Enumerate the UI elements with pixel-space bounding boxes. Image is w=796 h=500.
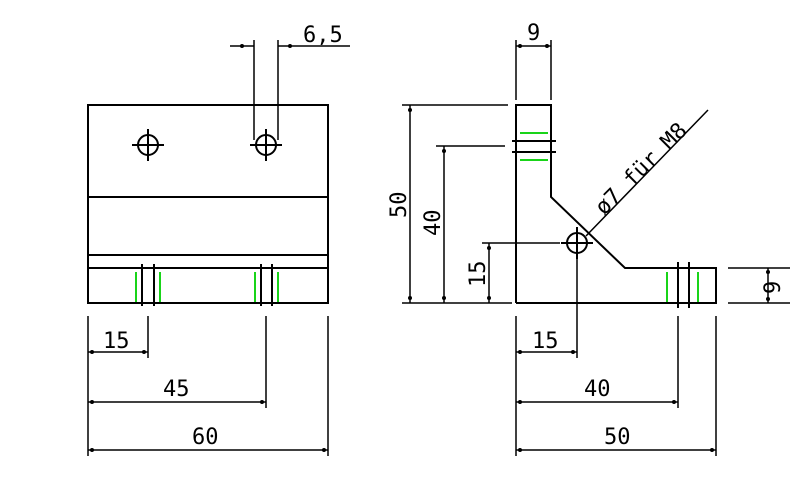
dim-label: 40 (584, 377, 611, 402)
dim-label: 9 (761, 281, 786, 294)
dimension-40-bottom: 40 (516, 377, 678, 404)
dim-label: 45 (163, 377, 190, 402)
threaded-hole (135, 264, 161, 306)
bore-marker (561, 227, 593, 259)
dimension-60: 60 (88, 425, 328, 452)
dimension-15-bottom: 15 (516, 329, 577, 354)
dim-label: 6,5 (303, 23, 343, 48)
dimension-9-top: 9 (515, 21, 552, 100)
dim-label: 50 (604, 425, 631, 450)
threaded-hole (254, 264, 279, 306)
front-view: 6,5 15 45 60 (87, 23, 350, 456)
hole-marker (250, 129, 282, 161)
hole-marker (132, 129, 164, 161)
dimension-15: 15 (88, 329, 148, 354)
dimension-15-vertical: 15 (466, 243, 491, 303)
bore-leader: ø7 für M8 (585, 109, 709, 237)
dimension-6-5: 6,5 (230, 23, 350, 140)
side-view: ø7 für M8 9 50 40 (387, 21, 790, 456)
threaded-hole (512, 132, 556, 161)
threaded-hole (666, 262, 699, 308)
front-outline (87, 104, 329, 304)
dim-label: 40 (421, 210, 446, 237)
dim-label: 50 (387, 192, 412, 219)
dim-label: 60 (192, 425, 219, 450)
dim-label: 9 (527, 21, 540, 46)
dim-label: 15 (532, 329, 559, 354)
dim-label: 15 (103, 329, 130, 354)
bore-label: ø7 für M8 (591, 118, 693, 220)
dimension-9-right: 9 (728, 267, 790, 304)
dim-label: 15 (466, 261, 491, 288)
dimension-50-bottom: 50 (516, 425, 716, 452)
dimension-40-vertical: 40 (421, 146, 446, 303)
dimension-50-vertical: 50 (387, 105, 412, 303)
side-outline (515, 104, 717, 304)
dimension-45: 45 (88, 377, 266, 404)
